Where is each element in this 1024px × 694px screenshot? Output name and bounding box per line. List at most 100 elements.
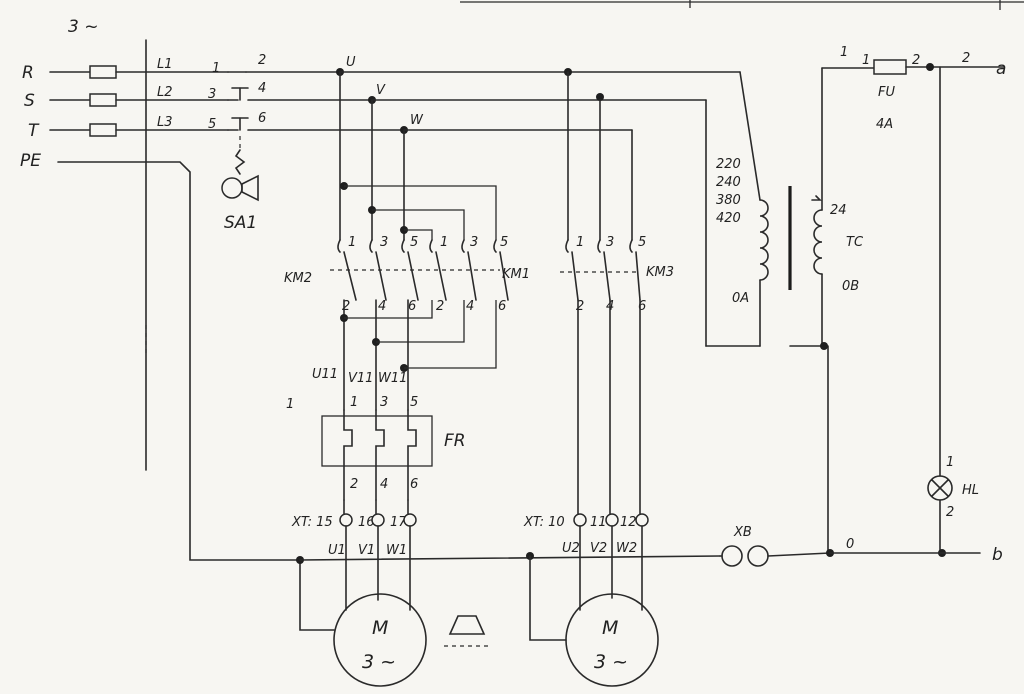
- svg-text:24: 24: [830, 203, 847, 218]
- svg-text:1: 1: [212, 61, 220, 76]
- svg-text:11: 11: [590, 515, 607, 530]
- svg-text:M: M: [372, 617, 388, 639]
- svg-text:1: 1: [946, 455, 954, 470]
- terminal-block-xt2: XT: 10 11 12: [523, 513, 649, 530]
- svg-text:380: 380: [716, 193, 741, 208]
- lead-u2: U2: [562, 541, 580, 556]
- svg-text:1: 1: [440, 235, 448, 250]
- bus-u-bend: [739, 71, 761, 201]
- motor-1: M 3 ~: [333, 593, 427, 687]
- zero-label: 0: [846, 537, 854, 552]
- connector-xb: XB: [719, 525, 831, 567]
- lead-v1: V1: [358, 543, 375, 558]
- svg-text:6: 6: [410, 477, 418, 492]
- svg-text:5: 5: [500, 235, 508, 250]
- svg-text:420: 420: [716, 211, 741, 226]
- ctrl-top-one: 1: [840, 45, 848, 60]
- fuse-fu: 1 2 FU 4A: [862, 53, 920, 132]
- svg-text:2: 2: [912, 53, 920, 68]
- lead-w2: W2: [616, 541, 637, 556]
- svg-text:XT: 10: XT: 10: [523, 515, 565, 530]
- svg-text:240: 240: [716, 175, 741, 190]
- line-mark-l2: L2: [157, 85, 173, 100]
- svg-text:12: 12: [620, 515, 637, 530]
- svg-text:5: 5: [208, 117, 216, 132]
- svg-text:2: 2: [436, 299, 444, 314]
- supply-phase-label: 3 ~: [68, 17, 98, 37]
- svg-text:220: 220: [716, 157, 741, 172]
- fuse-fu-rating: 4A: [876, 117, 893, 132]
- svg-text:6: 6: [638, 299, 646, 314]
- ctrl-a-label: a: [996, 59, 1006, 79]
- contactor-km2: 1 3 5 2 4 6 KM2: [284, 235, 419, 314]
- pe-bus: [299, 555, 721, 561]
- svg-text:3: 3: [208, 87, 216, 102]
- svg-text:0B: 0B: [842, 279, 859, 294]
- svg-text:4: 4: [258, 81, 266, 96]
- phase-w-label: W: [410, 113, 424, 128]
- lead-v2: V2: [590, 541, 607, 556]
- km1-return-3: [404, 300, 497, 369]
- svg-text:6: 6: [258, 111, 266, 126]
- km1-label: KM1: [502, 267, 530, 282]
- svg-text:1: 1: [576, 235, 584, 250]
- ctrl-a-num: 2: [962, 51, 970, 66]
- svg-text:0A: 0A: [732, 291, 749, 306]
- switch-sa1-label: SA1: [224, 213, 257, 233]
- svg-text:3 ~: 3 ~: [362, 651, 396, 673]
- svg-text:HL: HL: [962, 483, 979, 498]
- svg-text:5: 5: [410, 395, 418, 410]
- svg-text:XB: XB: [733, 525, 752, 540]
- terminal-block-xt1: XT: 15 16 17: [291, 499, 417, 530]
- fuse-fu-label: FU: [878, 85, 895, 100]
- svg-text:4: 4: [378, 299, 386, 314]
- line-s-label: S: [24, 91, 35, 111]
- cross-link-2: [372, 209, 465, 240]
- svg-text:4: 4: [380, 477, 388, 492]
- svg-text:3: 3: [606, 235, 614, 250]
- svg-text:2: 2: [946, 505, 954, 520]
- line-r-label: R: [22, 63, 34, 83]
- contactor-km1: 1 3 5 2 4 6 KM1: [429, 235, 530, 314]
- svg-text:3 ~: 3 ~: [594, 651, 628, 673]
- cross-link-1: [344, 185, 497, 240]
- lead-w1: W1: [386, 543, 407, 558]
- motor-2: M 3 ~: [565, 593, 659, 687]
- fr-label: FR: [444, 431, 466, 451]
- svg-text:M: M: [602, 617, 618, 639]
- svg-text:17: 17: [390, 515, 407, 530]
- pe-conductor: [57, 161, 301, 561]
- svg-text:5: 5: [410, 235, 418, 250]
- contactor-km3: 1 3 5 2 4 6 KM3: [560, 235, 674, 314]
- svg-text:5: 5: [638, 235, 646, 250]
- lead-u11: U11: [312, 367, 338, 382]
- line-mark-l3: L3: [157, 115, 173, 130]
- svg-text:2: 2: [258, 53, 266, 68]
- supply-line-r: [49, 65, 229, 79]
- lamp-hl: 1 HL 2: [927, 455, 979, 520]
- node-fu-out: [926, 63, 934, 71]
- svg-text:2: 2: [576, 299, 584, 314]
- ctrl-b-label: b: [992, 545, 1003, 565]
- svg-text:2: 2: [342, 299, 350, 314]
- km1-return-1: [344, 300, 433, 319]
- lead-w11: W11: [378, 371, 407, 386]
- svg-text:1: 1: [862, 53, 870, 68]
- phase-v-label: V: [376, 83, 386, 98]
- svg-text:3: 3: [380, 395, 388, 410]
- svg-text:3: 3: [380, 235, 388, 250]
- km3-label: KM3: [646, 265, 674, 280]
- node-tc-0: [820, 342, 828, 350]
- km1-return-2: [376, 300, 465, 343]
- line-pe-label: PE: [20, 151, 41, 171]
- svg-text:4: 4: [466, 299, 474, 314]
- brake-symbol: [444, 615, 492, 647]
- svg-text:6: 6: [408, 299, 416, 314]
- supply-line-s: [49, 93, 229, 107]
- transformer-tc: 220 240 380 420 0A 24 TC 0B: [716, 157, 864, 347]
- phase-u-label: U: [346, 55, 356, 70]
- supply-line-t: [49, 123, 229, 137]
- svg-text:TC: TC: [846, 235, 864, 250]
- km2-label: KM2: [284, 271, 312, 286]
